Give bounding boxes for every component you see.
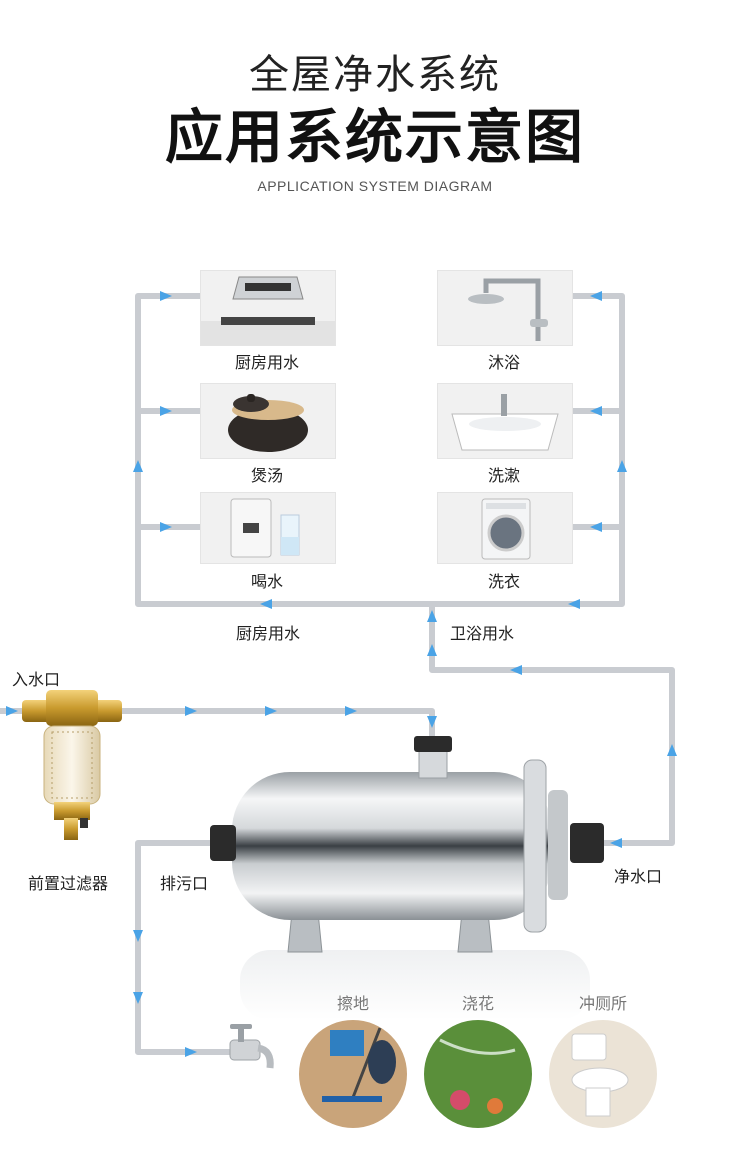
title-line-1: 全屋净水系统	[249, 52, 501, 98]
drain-use-label-1: 擦地	[336, 994, 369, 1013]
subtitle: APPLICATION SYSTEM DIAGRAM	[257, 178, 493, 194]
outlet-label: 净水口	[614, 867, 663, 886]
drain-label: 排污口	[160, 874, 209, 893]
washing-machine-icon	[481, 498, 531, 560]
kitchen-label-1: 厨房用水	[234, 353, 299, 372]
tank-body	[232, 772, 552, 920]
inlet-label: 入水口	[12, 670, 61, 689]
faucet-icon	[229, 1024, 274, 1069]
tank-clamp	[523, 759, 547, 933]
drain-use-label-3: 冲厕所	[578, 994, 627, 1013]
clay-pot-icon	[228, 394, 308, 452]
bathroom-label-2: 洗漱	[487, 466, 520, 485]
kitchen-card-3	[200, 492, 336, 564]
bathroom-card-3	[437, 492, 573, 564]
tank-top-port	[418, 747, 448, 779]
bathroom-card-1	[437, 270, 573, 346]
drain-port	[210, 825, 236, 861]
flow-arrows	[6, 291, 677, 1057]
bathroom-card-2	[437, 383, 573, 459]
prefilter-label: 前置过滤器	[28, 874, 109, 893]
shower-icon	[468, 278, 548, 341]
bathroom-label-3: 洗衣	[487, 572, 520, 591]
kitchen-card-1	[200, 270, 336, 346]
kitchen-branch-label: 厨房用水	[236, 624, 301, 643]
bathroom-label-1: 沐浴	[487, 353, 520, 372]
prefilter-device	[22, 690, 122, 840]
range-hood-icon	[201, 276, 335, 345]
drain-use-label-2: 浇花	[461, 994, 494, 1013]
title-line-2: 应用系统示意图	[164, 103, 585, 171]
kitchen-label-2: 煲汤	[250, 466, 283, 485]
inlet-pipe	[120, 708, 435, 740]
outlet-port	[570, 823, 604, 863]
water-dispenser-icon	[230, 498, 300, 558]
kitchen-card-2	[200, 383, 336, 459]
wash-basin-icon	[451, 394, 559, 451]
bathroom-branch-label: 卫浴用水	[450, 624, 515, 643]
tank-reflection	[240, 950, 590, 1020]
kitchen-label-3: 喝水	[250, 572, 283, 591]
